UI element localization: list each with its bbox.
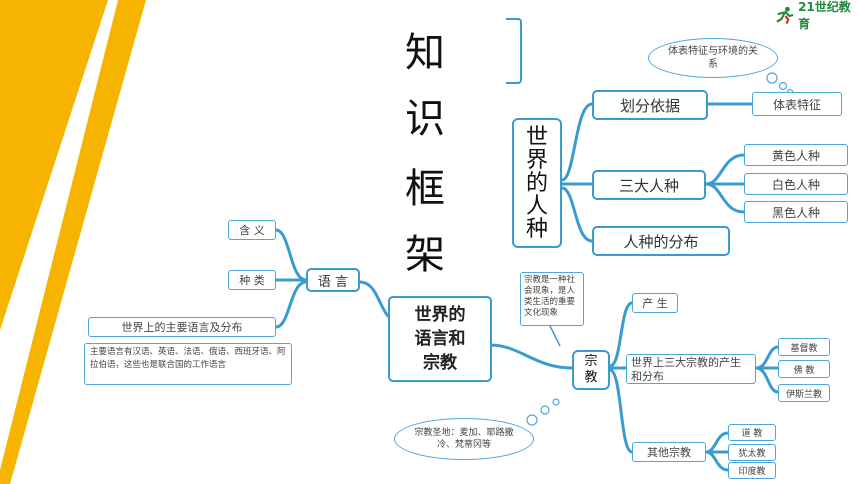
logo-text: 21世纪教育 bbox=[798, 0, 851, 31]
title-char-1: 知 bbox=[405, 30, 445, 76]
judaism-box: 犹太教 bbox=[728, 444, 776, 461]
hinduism-box: 印度教 bbox=[728, 462, 776, 479]
race-center-char-2: 界 bbox=[525, 147, 548, 173]
race-cloud-note: 体表特征与环境的关系 bbox=[648, 38, 778, 78]
logo: 21世纪教育 bbox=[774, 0, 860, 31]
religion-origin-box: 产 生 bbox=[632, 293, 678, 313]
white-race-box: 白色人种 bbox=[744, 173, 848, 195]
runner-logo-icon bbox=[776, 6, 794, 24]
center-card-line1: 世界的 bbox=[414, 305, 466, 325]
race-center-char-3: 的 bbox=[525, 170, 548, 196]
three-religions-box: 世界上三大宗教的产生和分布 bbox=[626, 354, 756, 384]
religion-box: 宗 教 bbox=[572, 350, 610, 390]
race-center-char-5: 种 bbox=[525, 216, 548, 242]
buddhism-box: 佛 教 bbox=[778, 360, 830, 378]
center-card-line2: 语言和 bbox=[414, 329, 466, 349]
center-card-line3: 宗教 bbox=[423, 353, 457, 373]
title-char-3: 框 bbox=[405, 166, 445, 212]
language-box: 语 言 bbox=[306, 268, 360, 292]
world-race-center: 世 界 的 人 种 bbox=[512, 118, 562, 248]
title-char-4: 架 bbox=[405, 232, 445, 278]
three-races-box: 三大人种 bbox=[592, 170, 706, 200]
religion-char-2: 教 bbox=[584, 370, 598, 385]
title-char-2: 识 bbox=[405, 96, 445, 142]
body-feature-box: 体表特征 bbox=[752, 92, 842, 116]
other-religions-box: 其他宗教 bbox=[632, 442, 706, 462]
taoism-box: 道 教 bbox=[728, 424, 776, 441]
race-center-char-1: 世 bbox=[525, 124, 548, 150]
language-types-box: 种 类 bbox=[228, 270, 276, 290]
center-card: 世界的 语言和 宗教 bbox=[388, 296, 492, 382]
language-meaning-box: 含 义 bbox=[228, 220, 276, 240]
left-decoration bbox=[0, 0, 146, 484]
christianity-box: 基督教 bbox=[778, 338, 830, 356]
cropped-box-edge bbox=[506, 18, 522, 84]
yellow-race-box: 黄色人种 bbox=[744, 144, 848, 166]
race-center-char-4: 人 bbox=[525, 193, 548, 219]
black-race-box: 黑色人种 bbox=[744, 201, 848, 223]
holy-places-cloud: 宗教圣地：麦加、耶路撒冷、梵蒂冈等 bbox=[394, 418, 534, 460]
religion-char-1: 宗 bbox=[584, 354, 598, 369]
religion-note: 宗教是一种社会现象，是人类生活的重要文化现象 bbox=[520, 272, 584, 326]
race-basis-box: 划分依据 bbox=[592, 90, 708, 120]
language-note: 主要语言有汉语、英语、法语、俄语、西班牙语、阿拉伯语，这些也是联合国的工作语言 bbox=[84, 343, 292, 385]
race-distribution-box: 人种的分布 bbox=[592, 226, 730, 256]
language-distribution-box: 世界上的主要语言及分布 bbox=[88, 317, 276, 337]
islam-box: 伊斯兰教 bbox=[778, 384, 830, 402]
